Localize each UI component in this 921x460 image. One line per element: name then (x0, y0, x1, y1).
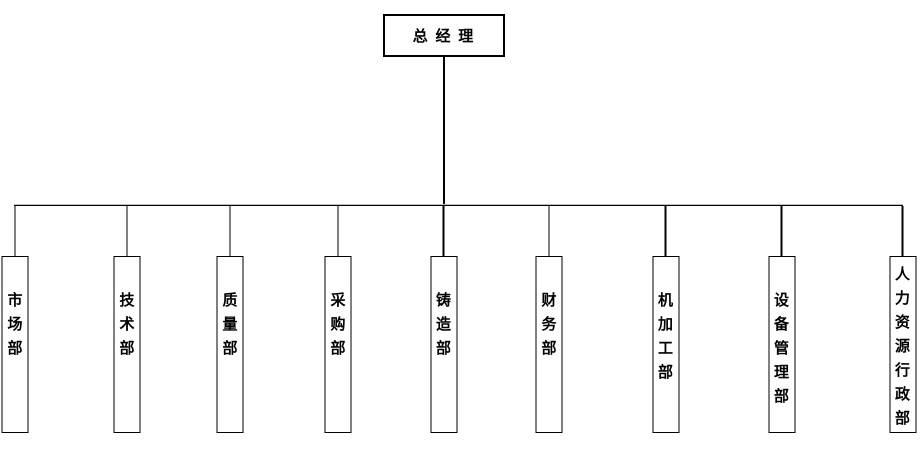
department-node: 质量部 (216, 256, 244, 433)
department-connector-line (14, 206, 16, 256)
department-node: 人力资源行政部 (889, 256, 916, 433)
department-label: 质量部 (222, 293, 238, 357)
department-column: 设备管理部 (768, 206, 795, 433)
department-column: 采购部 (324, 206, 352, 433)
department-label: 人力资源行政部 (894, 267, 910, 427)
department-connector-line (337, 206, 339, 256)
root-node-label: 总 经 理 (412, 29, 476, 45)
department-label: 设备管理部 (773, 293, 789, 405)
department-node: 技术部 (113, 256, 141, 433)
department-label: 财务部 (541, 293, 557, 357)
department-column: 人力资源行政部 (889, 206, 916, 433)
root-connector-line (443, 57, 445, 204)
department-node: 设备管理部 (768, 256, 795, 433)
department-node: 铸造部 (430, 256, 457, 433)
department-column: 技术部 (113, 206, 141, 433)
department-connector-line (664, 206, 667, 256)
department-label: 机加工部 (657, 293, 673, 381)
root-node: 总 经 理 (383, 14, 505, 57)
department-connector-line (442, 206, 445, 256)
horizontal-connector-line (14, 204, 903, 206)
department-node: 财务部 (535, 256, 563, 433)
department-column: 财务部 (535, 206, 563, 433)
department-connector-line (548, 206, 550, 256)
department-node: 采购部 (324, 256, 352, 433)
department-label: 技术部 (119, 293, 135, 357)
department-connector-line (126, 206, 128, 256)
department-label: 铸造部 (435, 293, 451, 357)
department-label: 市场部 (7, 293, 23, 357)
department-connector-line (229, 206, 231, 256)
department-node: 机加工部 (652, 256, 679, 433)
department-connector-line (780, 206, 783, 256)
department-column: 铸造部 (430, 206, 457, 433)
department-connector-line (901, 206, 904, 256)
department-node: 市场部 (1, 256, 29, 433)
department-column: 机加工部 (652, 206, 679, 433)
department-label: 采购部 (330, 293, 346, 357)
department-column: 质量部 (216, 206, 244, 433)
department-column: 市场部 (1, 206, 29, 433)
